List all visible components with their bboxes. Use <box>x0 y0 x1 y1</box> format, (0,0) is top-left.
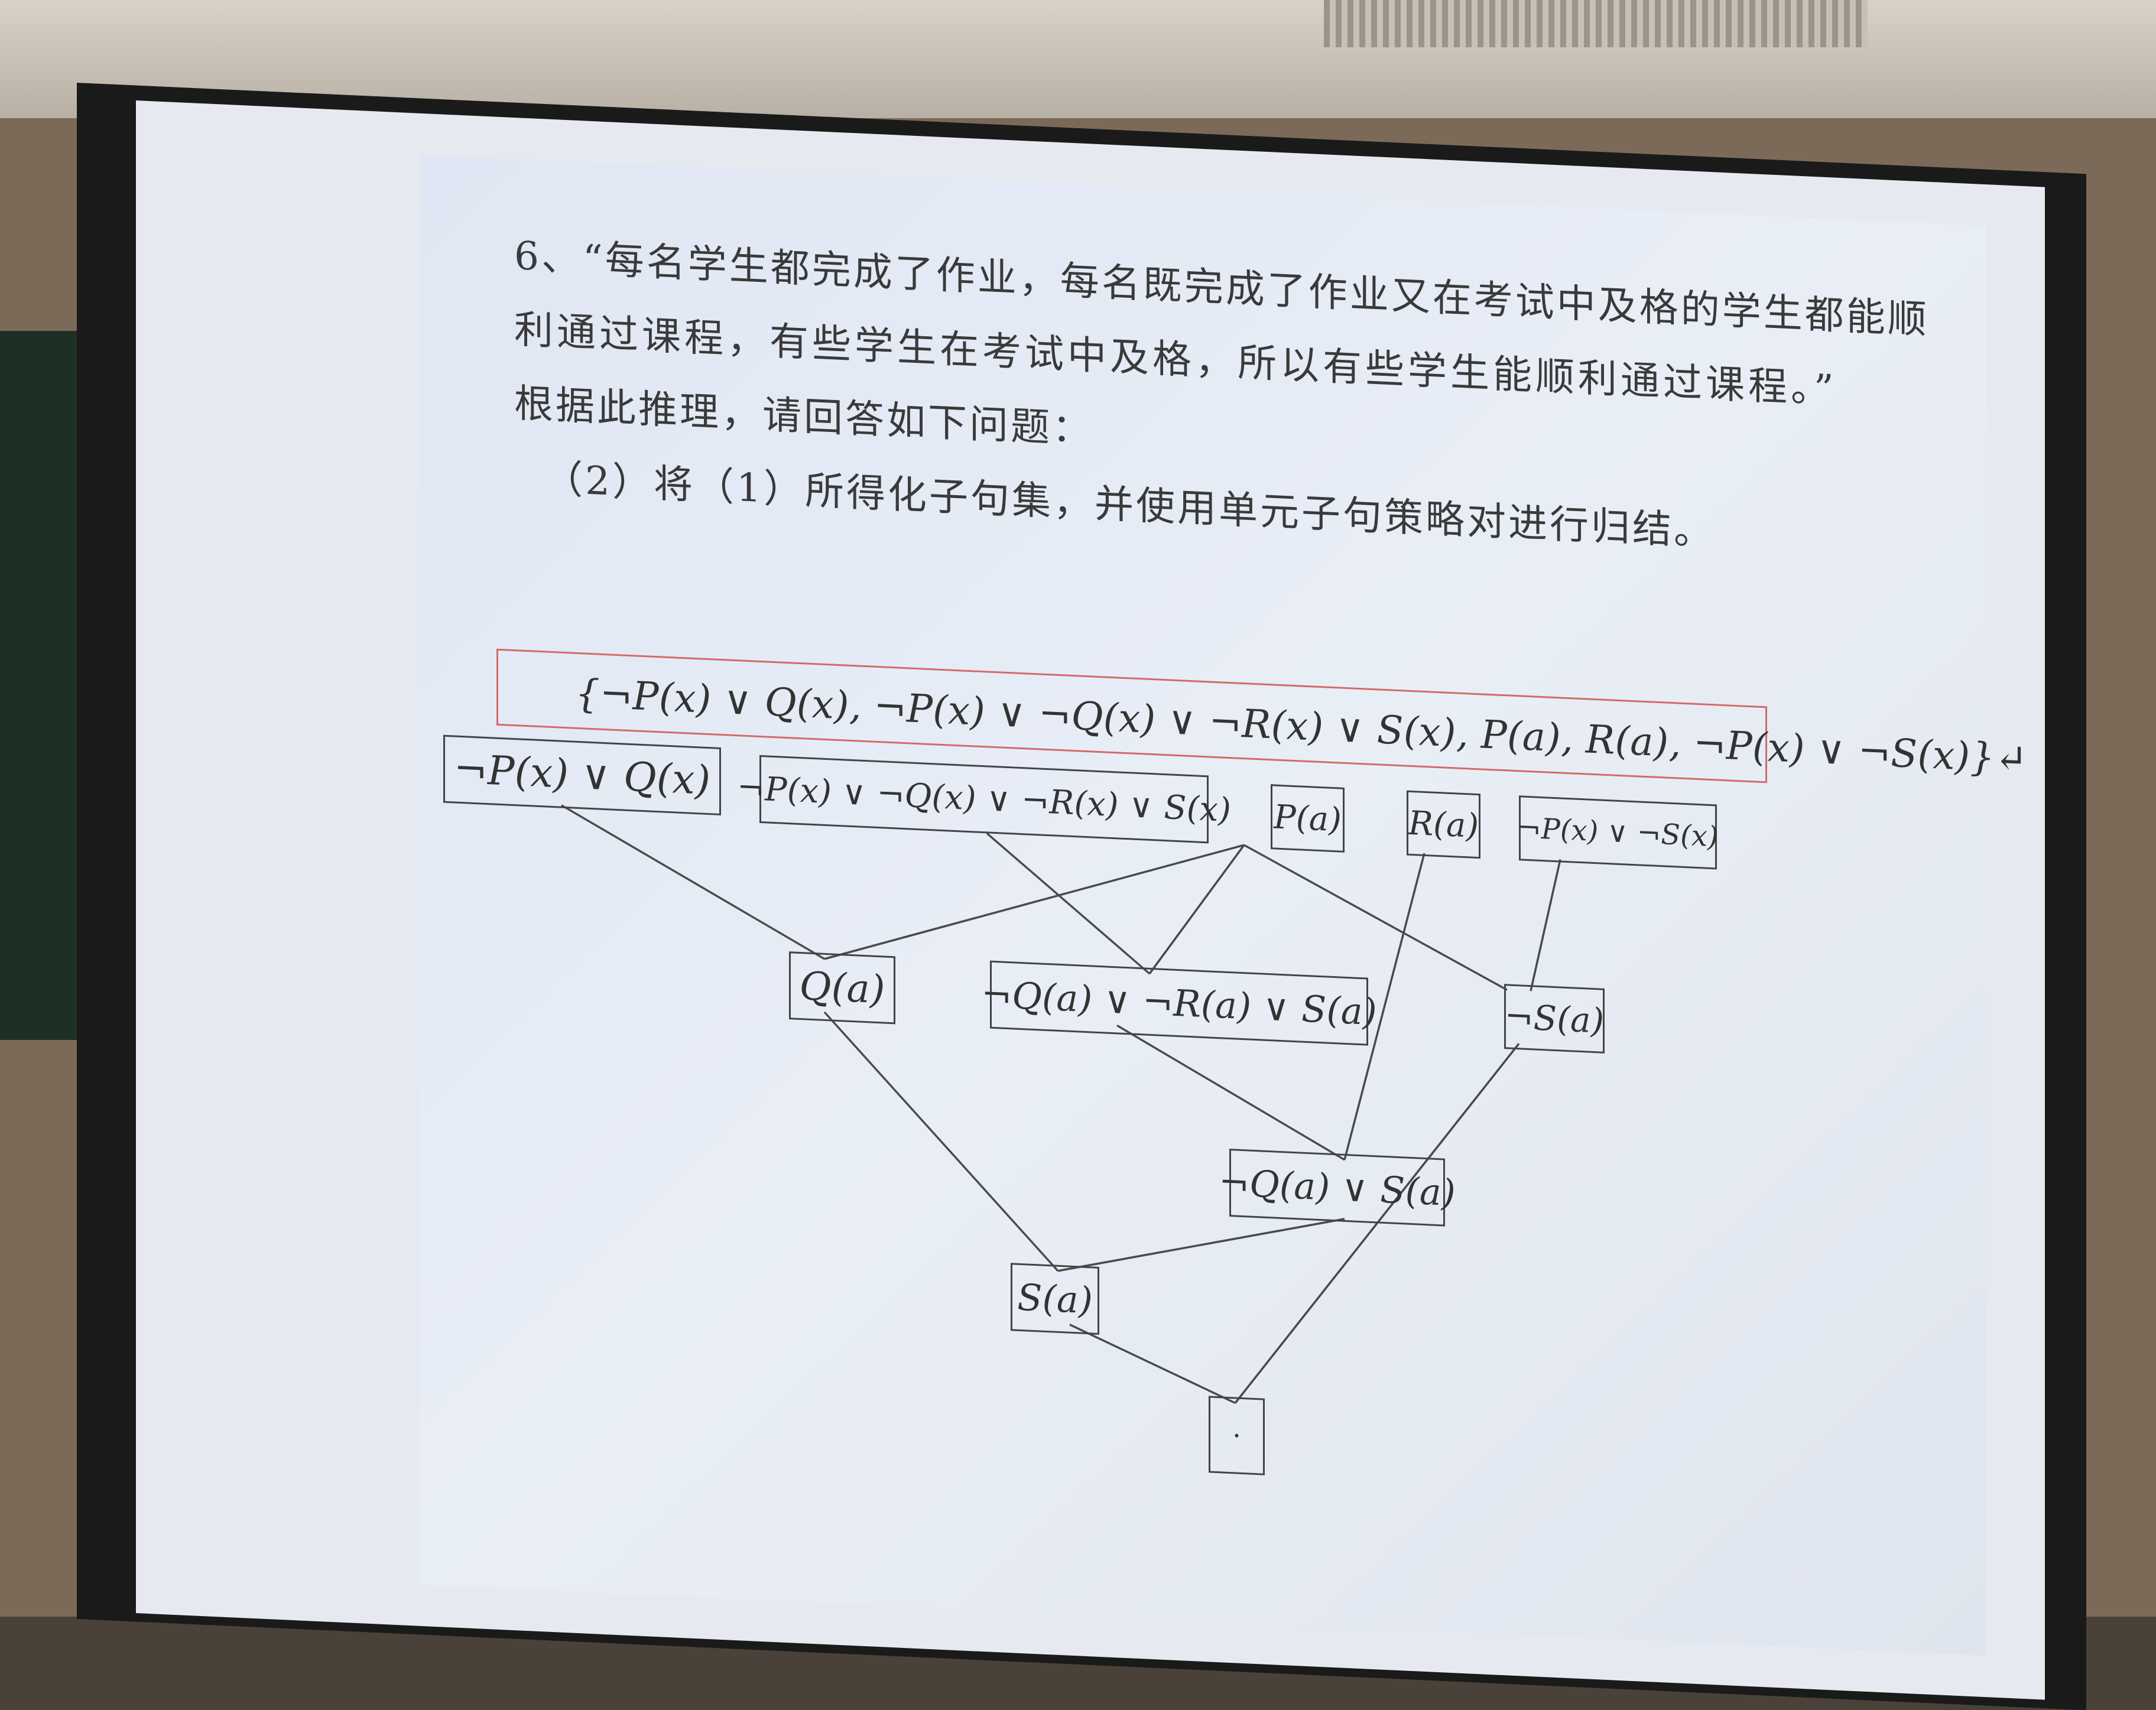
resolvent-node-q-a: Q(a) <box>789 951 895 1025</box>
edge-r2-r4 <box>1116 1024 1345 1161</box>
edge-c5-r3 <box>1530 859 1561 991</box>
clause-node-3: P(a) <box>1271 784 1345 853</box>
edge-c3-r3 <box>1243 844 1508 991</box>
slide: 6、“每名学生都完成了作业，每名既完成了作业又在考试中及格的学生都能顺 利通过课… <box>420 154 2027 1656</box>
edge-r4-r5 <box>1057 1218 1345 1272</box>
edge-r5-r6 <box>1069 1324 1236 1405</box>
ceiling-vent <box>1324 0 1868 47</box>
projection-screen: 6、“每名学生都完成了作业，每名既完成了作业又在考试中及格的学生都能顺 利通过课… <box>136 100 2045 1700</box>
clause-node-1: ¬P(x) ∨ Q(x) <box>443 734 721 815</box>
clause-node-5: ¬P(x) ∨ ¬S(x) <box>1517 795 1719 870</box>
resolvent-node-s-a: S(a) <box>1011 1263 1099 1335</box>
resolvent-node-not-s-a: ¬S(a) <box>1504 984 1605 1054</box>
resolution-edges <box>561 804 1561 1405</box>
empty-clause-node: · <box>1209 1396 1265 1475</box>
edge-c2-r2 <box>986 833 1151 975</box>
resolvent-node-2: ¬Q(a) ∨ S(a) <box>1219 1149 1456 1227</box>
edge-c3-r1 <box>824 844 1245 960</box>
clause-node-4: R(a) <box>1407 790 1480 859</box>
edge-c3-r2 <box>1148 844 1245 974</box>
edge-r1-r5 <box>823 1011 1059 1272</box>
edge-c4-r4 <box>1343 853 1426 1160</box>
edge-c1-r1 <box>561 804 825 960</box>
edge-r3-r6 <box>1234 1043 1520 1404</box>
